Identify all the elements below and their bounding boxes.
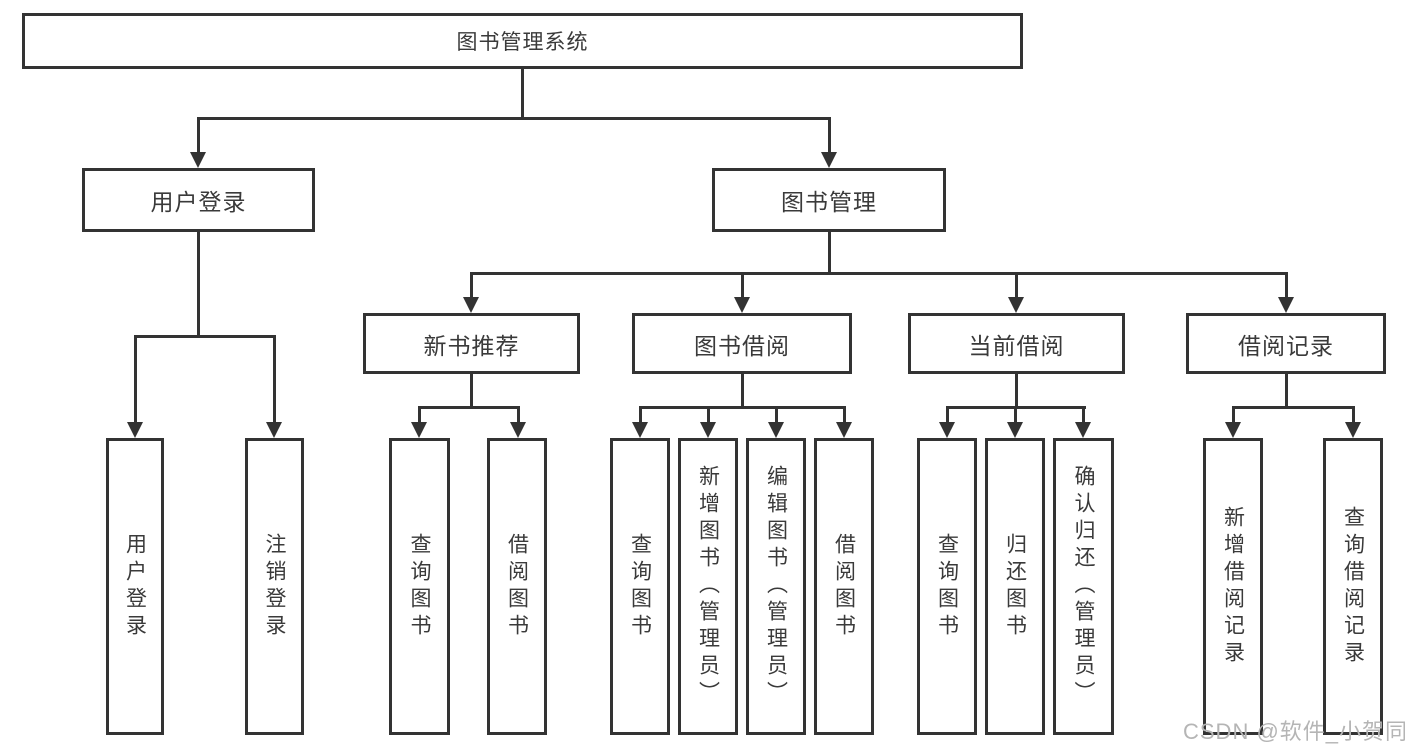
arrow-record-add-icon (1225, 408, 1241, 438)
leaf-current-return-book: 归还图书 (985, 438, 1045, 735)
leaf-borrow-borrow-book: 借阅图书 (814, 438, 874, 735)
leaf-current-return-book-label: 归还图书 (1003, 532, 1027, 641)
arrow-to-leaf-user-login-icon (127, 337, 143, 438)
leaf-current-query-book-label: 查询图书 (935, 532, 959, 641)
leaf-borrow-edit-book-admin-label: 编辑图书（管理员） (764, 465, 788, 708)
arrow-current-return-icon (1007, 408, 1023, 438)
arrow-to-book-borrow-icon (734, 274, 750, 313)
leaf-newbook-borrow-book-label: 借阅图书 (505, 532, 529, 641)
leaf-user-login: 用户登录 (106, 438, 164, 735)
leaf-borrow-add-book-admin: 新增图书（管理员） (678, 438, 738, 735)
arrow-to-leaf-logout-icon (266, 337, 282, 438)
connector-borrow-record-hline (1231, 406, 1355, 409)
node-user-login: 用户登录 (82, 168, 315, 232)
arrow-borrow-query-icon (632, 408, 648, 438)
node-current-borrow-label: 当前借阅 (968, 332, 1065, 359)
connector-current-borrow-hline (945, 406, 1086, 409)
arrow-to-user-login-icon (190, 118, 206, 168)
leaf-current-query-book: 查询图书 (917, 438, 977, 735)
node-current-borrow: 当前借阅 (908, 313, 1125, 374)
arrow-current-query-icon (939, 408, 955, 438)
connector-new-book-hline (417, 406, 520, 409)
node-new-book-recommend-label: 新书推荐 (423, 332, 520, 359)
connector-current-borrow-stem (1014, 374, 1018, 406)
node-book-management-system: 图书管理系统 (22, 13, 1023, 69)
leaf-borrow-query-book: 查询图书 (610, 438, 670, 735)
connector-level3-hline (469, 272, 1288, 275)
node-book-management-label: 图书管理 (781, 189, 877, 215)
connector-root-stem (520, 69, 524, 118)
leaf-record-add-borrow-record: 新增借阅记录 (1203, 438, 1263, 735)
leaf-borrow-borrow-book-label: 借阅图书 (832, 532, 856, 641)
connector-user-login-hline (133, 335, 276, 338)
leaf-newbook-query-book-label: 查询图书 (408, 532, 432, 641)
node-new-book-recommend: 新书推荐 (363, 313, 580, 374)
arrow-newbook-query-icon (411, 408, 427, 438)
arrow-to-current-borrow-icon (1008, 274, 1024, 313)
connector-book-borrow-stem (740, 374, 744, 406)
leaf-record-add-borrow-record-label: 新增借阅记录 (1221, 505, 1245, 668)
arrow-borrow-edit-icon (768, 408, 784, 438)
leaf-record-query-borrow-record: 查询借阅记录 (1323, 438, 1383, 735)
arrow-to-borrow-record-icon (1278, 274, 1294, 313)
leaf-logout: 注销登录 (245, 438, 304, 735)
arrow-record-query-icon (1345, 408, 1361, 438)
node-book-management: 图书管理 (712, 168, 946, 232)
watermark-text: CSDN @软件_小贺同学 (1183, 719, 1405, 744)
arrow-borrow-borrow-icon (836, 408, 852, 438)
connector-new-book-stem (469, 374, 473, 406)
arrow-borrow-add-icon (700, 408, 716, 438)
arrow-current-confirm-icon (1075, 408, 1091, 438)
leaf-borrow-query-book-label: 查询图书 (628, 532, 652, 641)
node-book-management-system-label: 图书管理系统 (456, 31, 589, 54)
node-book-borrow: 图书借阅 (632, 313, 852, 374)
leaf-user-login-label: 用户登录 (123, 532, 147, 641)
connector-book-borrow-hline (638, 406, 846, 409)
arrow-newbook-borrow-icon (510, 408, 526, 438)
node-book-borrow-label: 图书借阅 (694, 332, 790, 359)
connector-book-management-stem (827, 232, 831, 272)
leaf-current-confirm-return-admin-label: 确认归还（管理员） (1072, 465, 1096, 708)
node-user-login-label: 用户登录 (150, 189, 247, 215)
arrow-to-book-management-icon (821, 118, 837, 168)
leaf-newbook-borrow-book: 借阅图书 (487, 438, 547, 735)
node-borrow-record-label: 借阅记录 (1238, 332, 1334, 359)
connector-level2-hline (196, 117, 831, 120)
leaf-newbook-query-book: 查询图书 (389, 438, 450, 735)
node-borrow-record: 借阅记录 (1186, 313, 1386, 374)
leaf-current-confirm-return-admin: 确认归还（管理员） (1053, 438, 1114, 735)
leaf-borrow-edit-book-admin: 编辑图书（管理员） (746, 438, 806, 735)
connector-user-login-stem (196, 232, 200, 335)
connector-borrow-record-stem (1284, 374, 1288, 406)
leaf-record-query-borrow-record-label: 查询借阅记录 (1341, 505, 1365, 668)
leaf-borrow-add-book-admin-label: 新增图书（管理员） (696, 465, 720, 708)
arrow-to-new-book-icon (463, 274, 479, 313)
leaf-logout-label: 注销登录 (263, 532, 287, 641)
